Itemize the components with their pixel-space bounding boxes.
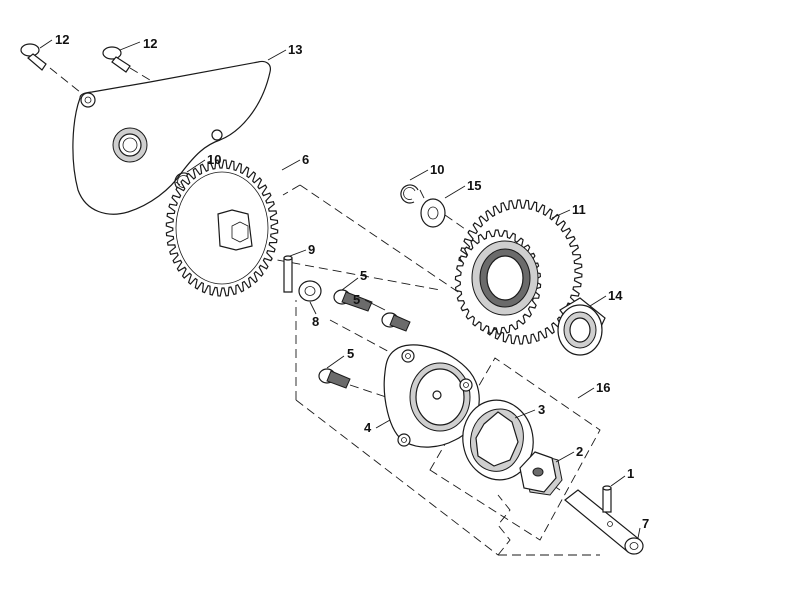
callout-11: 11 (572, 202, 586, 217)
part-12-bolt-right (102, 46, 131, 73)
part-9-dowel-pin (283, 255, 293, 293)
part-14-needle-bearing (557, 297, 606, 356)
callout-labels: 12 12 13 10 6 10 15 11 9 5 5 14 8 5 16 3… (55, 32, 649, 531)
part-8-washer (298, 280, 322, 302)
callout-3: 3 (538, 402, 545, 417)
leader-lines (39, 39, 641, 539)
part-12-bolt-left (20, 43, 47, 71)
part-5-bolt-middle (381, 312, 411, 332)
callout-13: 13 (288, 42, 302, 57)
part-2-inner-rotor (519, 451, 563, 496)
part-5-bolt-lower (318, 368, 351, 389)
callout-5-lower: 5 (347, 346, 354, 361)
part-7-pump-shaft (564, 489, 644, 555)
part-11-double-gear (454, 199, 583, 345)
part-4-pump-body (383, 344, 480, 448)
callout-8: 8 (312, 314, 319, 329)
part-1-small-pin (602, 485, 612, 513)
callout-16: 16 (596, 380, 610, 395)
part-15-thrust-washer (420, 198, 446, 228)
callout-7: 7 (642, 516, 649, 531)
callout-2: 2 (576, 444, 583, 459)
callout-5-middle: 5 (353, 292, 360, 307)
part-3-outer-rotor (462, 399, 534, 481)
part-5-bolt-upper (333, 289, 373, 312)
callout-10-left: 10 (207, 152, 221, 167)
callout-4: 4 (364, 420, 372, 435)
part-10-circlip-right (400, 184, 419, 204)
callout-15: 15 (467, 178, 481, 193)
callout-9: 9 (308, 242, 315, 257)
callout-10-right: 10 (430, 162, 444, 177)
callout-6: 6 (302, 152, 309, 167)
callout-14: 14 (608, 288, 623, 303)
callout-5-upper: 5 (360, 268, 367, 283)
callout-12-right: 12 (143, 36, 157, 51)
part-13-cover-plate (72, 60, 271, 215)
part-6-large-gear (165, 159, 279, 297)
callout-1: 1 (627, 466, 634, 481)
callout-12-left: 12 (55, 32, 69, 47)
